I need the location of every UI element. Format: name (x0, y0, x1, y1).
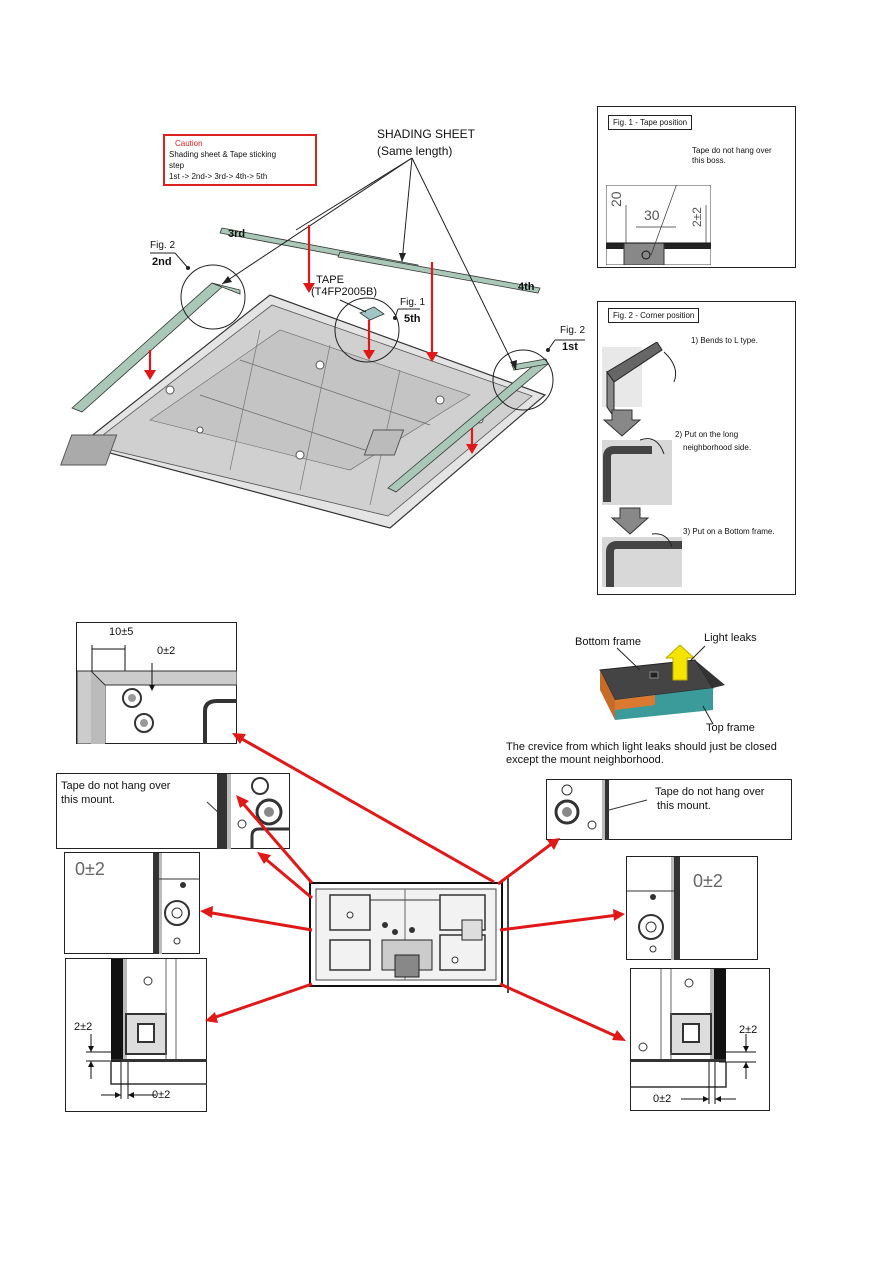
tape-part-number: (T4FP2005B) (311, 286, 378, 298)
detail-bottom-right-dim-v: 2±2 (739, 1024, 758, 1036)
mount-left-line-2: this mount. (61, 794, 115, 806)
detail-top-left: 10±5 0±2 (76, 622, 237, 744)
fig2-panel: Fig. 2 - Corner position 1) Bends to L t… (597, 301, 796, 595)
bottom-frame-label: Bottom frame (575, 636, 642, 648)
fig2-step-2-line-1: 2) Put on the long (675, 430, 739, 439)
detail-bottom-right-dim-h: 0±2 (653, 1093, 672, 1105)
detail-bottom-right-drawing (631, 969, 756, 1104)
detail-bottom-left-dim-v: 2±2 (74, 1021, 93, 1033)
detail-top-left-dim-b: 0±2 (157, 645, 176, 657)
caution-line-1: Shading sheet & Tape sticking (169, 150, 277, 159)
top-frame-label: Top frame (706, 722, 755, 734)
fig1-note-line-1: Tape do not hang over (692, 146, 772, 155)
fig2-right-label: Fig. 2 (560, 325, 586, 336)
caution-title: Caution (175, 139, 203, 148)
shading-sheet-sublabel: (Same length) (377, 144, 453, 158)
light-leaks-label: Light leaks (704, 632, 757, 644)
fig2-step-2-line-2: neighborhood side. (683, 443, 752, 452)
detail-bottom-right: 2±2 0±2 (630, 968, 770, 1111)
fig1-drawing (606, 185, 711, 265)
detail-mid-right-dim: 0±2 (693, 871, 723, 891)
step-4th: 4th (518, 281, 535, 293)
fig2-left-label: Fig. 2 (150, 240, 176, 251)
sheet-4th (337, 251, 541, 294)
fig1-dim-30: 30 (644, 207, 660, 223)
mount-detail-left-drawing (206, 774, 290, 849)
detail-mid-right-drawing (627, 857, 680, 960)
assembly-diagram (60, 157, 585, 529)
step-1st: 1st (562, 341, 578, 353)
detail-bottom-left: 2±2 0±2 (65, 958, 207, 1112)
fig2-drawing (602, 342, 682, 587)
detail-mid-left: 0±2 (64, 852, 200, 954)
crevice-note-line-1: The crevice from which light leaks shoul… (506, 741, 777, 753)
mount-right-line-1: Tape do not hang over (655, 786, 765, 798)
fig2-title: Fig. 2 - Corner position (608, 308, 700, 323)
mount-detail-right: Tape do not hang over this mount. (546, 779, 792, 840)
caution-box: Caution Shading sheet & Tape sticking st… (163, 134, 317, 186)
shading-sheet-label: SHADING SHEET (377, 127, 476, 141)
tape-label: TAPE (316, 274, 344, 286)
step-5th: 5th (404, 313, 421, 325)
detail-mid-left-drawing (153, 853, 200, 954)
detail-mid-right: 0±2 (626, 856, 758, 960)
fig1-note-line-2: this boss. (692, 156, 726, 165)
fig1-panel: Fig. 1 - Tape position Tape do not hang … (597, 106, 796, 268)
mount-detail-right-drawing (554, 780, 648, 840)
fig2-step-1: 1) Bends to L type. (691, 336, 758, 345)
caution-line-3: 1st -> 2nd-> 3rd-> 4th-> 5th (169, 172, 268, 181)
fig1-label: Fig. 1 (400, 297, 426, 308)
mount-left-line-1: Tape do not hang over (61, 780, 171, 792)
detail-top-left-dim-a: 10±5 (109, 626, 134, 638)
detail-top-left-drawing (77, 645, 237, 744)
step-2nd: 2nd (152, 256, 172, 268)
fig1-title: Fig. 1 - Tape position (608, 115, 693, 130)
detail-bottom-left-drawing (86, 959, 207, 1099)
tape-piece (359, 306, 385, 321)
mount-right-line-2: this mount. (657, 800, 711, 812)
caution-line-2: step (169, 161, 185, 170)
fig2-step-3: 3) Put on a Bottom frame. (683, 527, 775, 536)
detail-bottom-left-dim-h: 0±2 (152, 1089, 171, 1101)
light-leak-illustration (599, 644, 725, 725)
crevice-note-line-2: except the mount neighborhood. (506, 754, 664, 766)
detail-mid-left-dim: 0±2 (75, 859, 105, 879)
step-3rd: 3rd (228, 228, 246, 240)
